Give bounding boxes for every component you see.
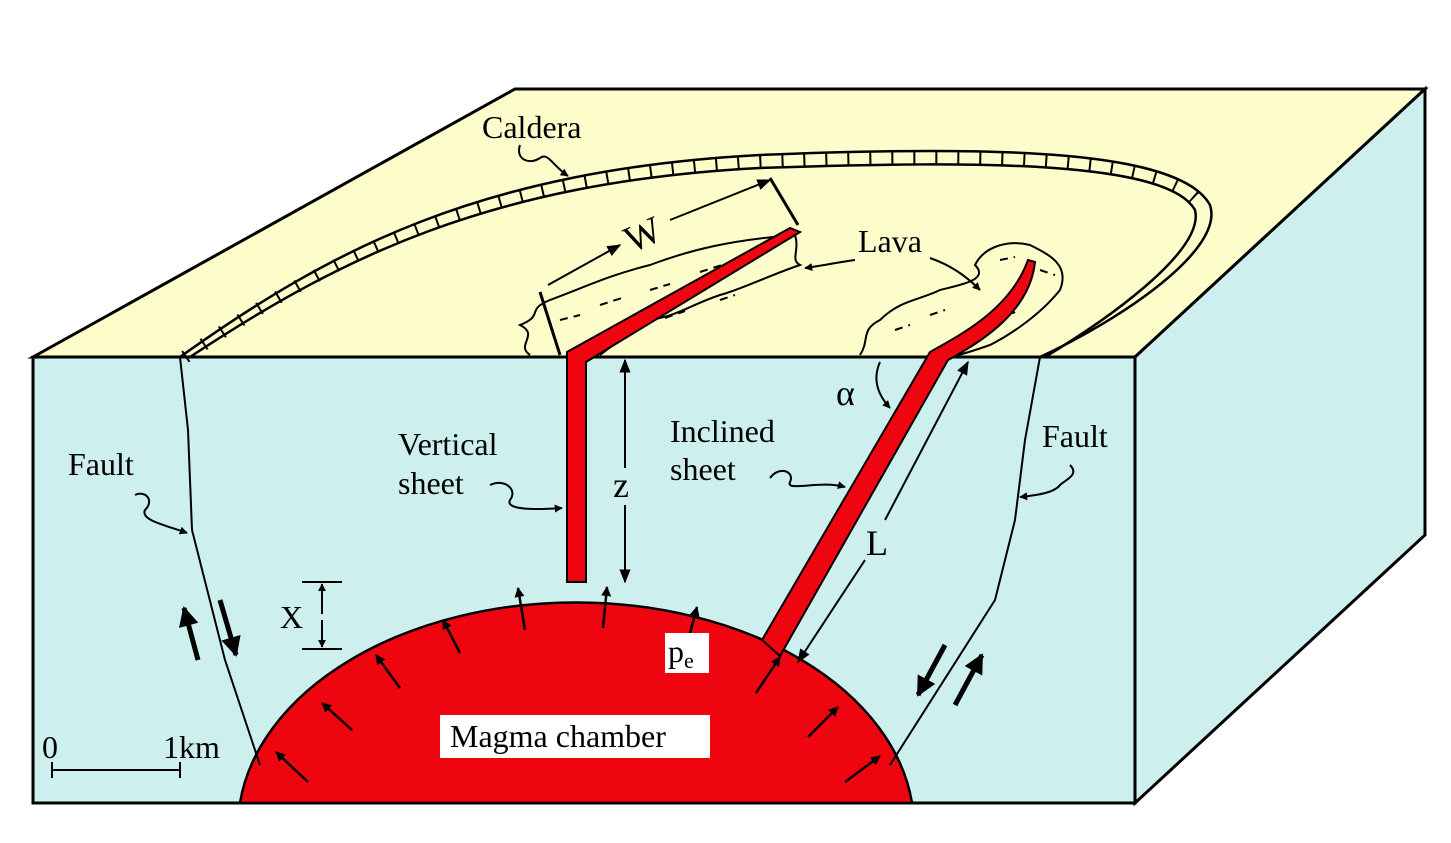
lava-flow-left (517, 233, 803, 356)
length-label: L (866, 523, 888, 563)
scale-bar (51, 762, 181, 778)
length-dimension-upper (884, 360, 969, 521)
caldera-rim (179, 149, 1213, 359)
leader-arrows (134, 144, 1075, 535)
x-dimension (302, 581, 342, 650)
alpha-angle-arc (875, 361, 891, 409)
scale-km-label: 1km (163, 729, 220, 765)
fault-slip-arrows (179, 599, 985, 707)
fault-label-right: Fault (1042, 418, 1108, 454)
pressure-arrows (275, 586, 881, 784)
length-dimension-lower (797, 559, 866, 664)
fault-left (179, 356, 261, 766)
vertical-sheet-label-1: Vertical (398, 426, 498, 462)
fault-label-left: Fault (68, 446, 134, 482)
caldera-label: Caldera (482, 109, 582, 145)
fault-right (889, 356, 1041, 766)
vertical-sheet-label-2: sheet (398, 465, 464, 501)
inclined-sheet-label-2: sheet (670, 451, 736, 487)
lava-label: Lava (858, 223, 922, 259)
magma-chamber (238, 601, 914, 805)
lava-flow-right (859, 242, 1064, 358)
width-dimension (538, 177, 800, 356)
pressure-label-box (665, 633, 709, 673)
depth-label: z (613, 465, 629, 505)
magma-chamber-label: Magma chamber (450, 718, 666, 754)
magma-chamber-label-box (440, 715, 710, 758)
displacement-label: X (280, 599, 303, 635)
pressure-label: pe (668, 633, 694, 673)
inclined-sheet-label-1: Inclined (670, 413, 775, 449)
scale-zero-label: 0 (42, 729, 58, 765)
alpha-label: α (836, 373, 855, 413)
vertical-sheet (566, 226, 803, 583)
inclined-sheet (760, 258, 1037, 658)
